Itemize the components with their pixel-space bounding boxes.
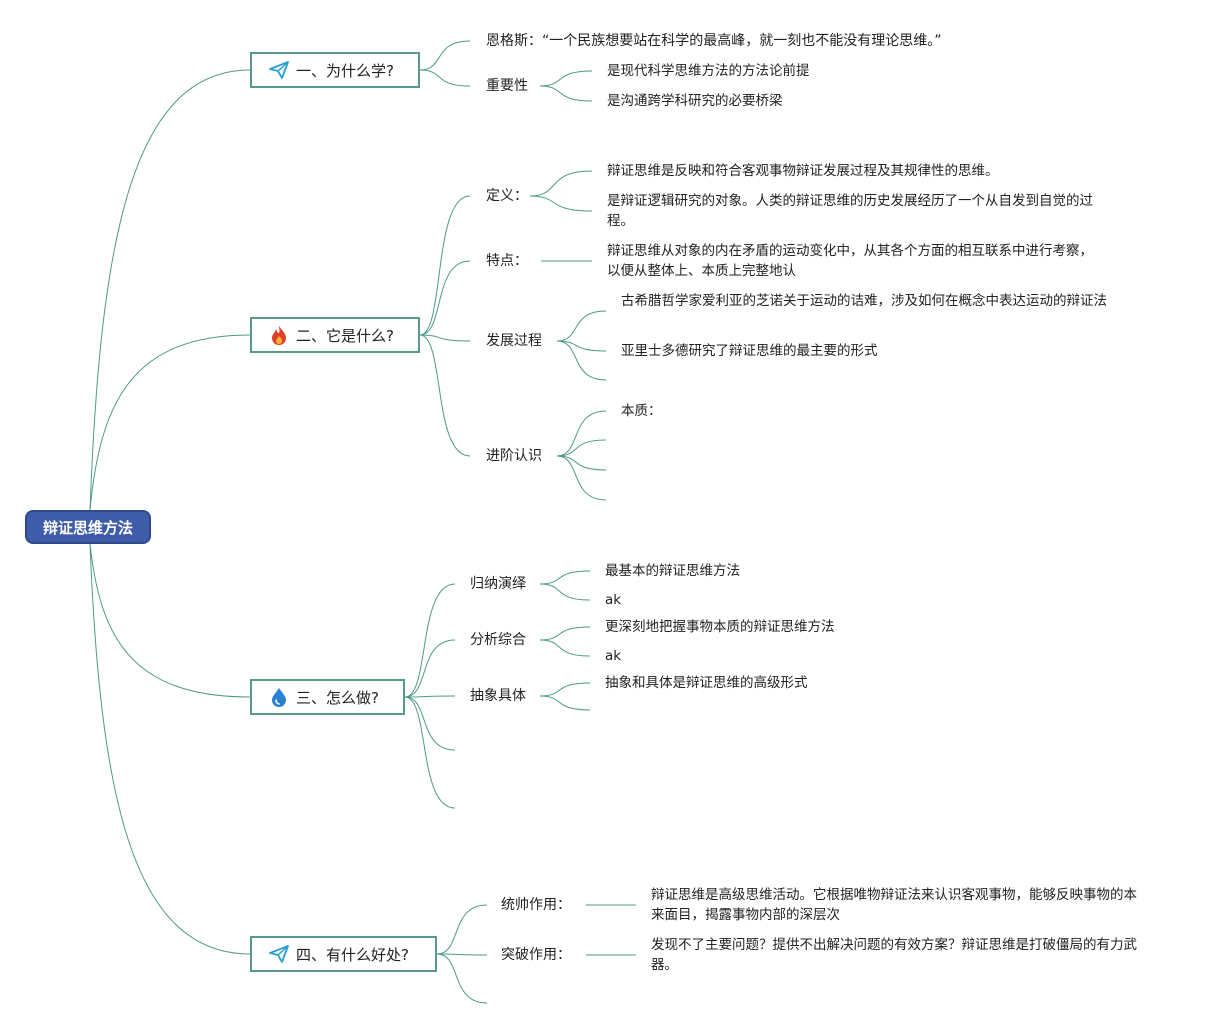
topic-importance[interactable]: 重要性 <box>486 78 528 94</box>
connector-line <box>419 69 471 87</box>
leaf-text[interactable]: 本质： <box>621 403 662 419</box>
connector-line <box>404 696 456 751</box>
topic-breakthrough-role[interactable]: 突破作用： <box>501 947 571 963</box>
connector-line <box>539 85 593 102</box>
fire-icon <box>268 324 290 346</box>
leaf-text[interactable]: 更深刻地把握事物本质的辩证思维方法 <box>605 619 835 635</box>
branch-why[interactable]: 一、为什么学? <box>250 52 420 88</box>
connector-line <box>539 70 593 87</box>
branch-title: 四、有什么好处? <box>296 945 409 964</box>
leaf-text[interactable]: 发现不了主要问题？提供不出解决问题的有效方案？辩证思维是打破僵局的有力武器。 <box>651 937 1137 973</box>
topic-induction-deduction[interactable]: 归纳演绎 <box>470 576 526 592</box>
branch-how[interactable]: 三、怎么做? <box>250 679 405 715</box>
topic-advanced[interactable]: 进阶认识 <box>486 448 542 464</box>
connector-line <box>89 543 251 698</box>
paper-plane-icon <box>268 943 290 965</box>
connector-line <box>556 310 607 342</box>
leaf-text[interactable]: 古希腊哲学家爱利亚的芝诺关于运动的诘难，涉及如何在概念中表达运动的辩证法 <box>621 293 1107 309</box>
leaf-text[interactable]: 是现代科学思维方法的方法论前提 <box>607 63 810 79</box>
connector-line <box>436 904 488 955</box>
topic-development[interactable]: 发展过程 <box>486 333 542 349</box>
connector-line <box>404 695 456 698</box>
branch-title: 一、为什么学? <box>296 61 394 80</box>
connector-line <box>419 195 471 336</box>
leaf-text[interactable]: 辩证思维是反映和符合客观事物辩证发展过程及其规律性的思维。 <box>607 163 999 179</box>
connector-line <box>419 334 471 457</box>
connector-line <box>89 334 251 511</box>
connector-line <box>89 69 251 511</box>
root-node[interactable]: 辩证思维方法 <box>25 510 151 544</box>
connector-line <box>436 953 488 956</box>
water-drop-icon <box>268 686 290 708</box>
topic-features[interactable]: 特点： <box>486 253 528 269</box>
topic-abstract-concrete[interactable]: 抽象具体 <box>470 688 526 704</box>
topic-analysis-synthesis[interactable]: 分析综合 <box>470 632 526 648</box>
connector-line <box>556 455 607 471</box>
paper-plane-icon <box>268 59 290 81</box>
leaf-text[interactable]: 亚里士多德研究了辩证思维的最主要的形式 <box>621 343 878 359</box>
connector-line <box>556 410 607 457</box>
leaf-text[interactable]: 最基本的辩证思维方法 <box>605 563 740 579</box>
connector-line <box>556 340 607 381</box>
connector-line <box>539 626 591 641</box>
branch-title: 三、怎么做? <box>296 688 379 707</box>
connector-line <box>529 195 593 212</box>
connector-line <box>539 695 591 711</box>
connector-line <box>404 696 456 809</box>
leaf-text[interactable]: 辩证思维从对象的内在矛盾的运动变化中，从其各个方面的相互联系中进行考察，以便从整… <box>607 243 1093 279</box>
topic-leading-role[interactable]: 统帅作用： <box>501 897 571 913</box>
leaf-text[interactable]: 辩证思维是高级思维活动。它根据唯物辩证法来认识客观事物，能够反映事物的本来面目，… <box>651 887 1137 923</box>
quote-engels[interactable]: 恩格斯：“一个民族想要站在科学的最高峰，就一刻也不能没有理论思维。” <box>486 33 942 49</box>
connector-line <box>89 543 251 955</box>
leaf-text[interactable]: 是沟通跨学科研究的必要桥梁 <box>607 93 783 109</box>
connector-line <box>539 570 591 585</box>
branch-what[interactable]: 二、它是什么? <box>250 317 420 353</box>
connector-line <box>529 170 593 197</box>
leaf-text[interactable]: ak <box>605 648 622 664</box>
leaf-text[interactable]: 抽象和具体是辩证思维的高级形式 <box>605 675 808 691</box>
leaf-text[interactable]: ak <box>605 592 622 608</box>
connector-line <box>539 583 591 601</box>
connector-line <box>419 260 471 336</box>
connector-line <box>539 639 591 657</box>
connector-line <box>556 340 607 352</box>
connector-line <box>556 455 607 501</box>
connector-line <box>419 40 471 71</box>
connector-line <box>419 334 471 342</box>
branch-title: 二、它是什么? <box>296 326 394 345</box>
connector-line <box>436 953 488 1004</box>
connector-line <box>556 439 607 457</box>
branch-benefits[interactable]: 四、有什么好处? <box>250 936 437 972</box>
connector-line <box>404 639 456 698</box>
connector-line <box>404 583 456 698</box>
topic-definition[interactable]: 定义： <box>486 188 528 204</box>
leaf-text[interactable]: 是辩证逻辑研究的对象。人类的辩证思维的历史发展经历了一个从自发到自觉的过程。 <box>607 193 1093 229</box>
connector-line <box>539 682 591 697</box>
